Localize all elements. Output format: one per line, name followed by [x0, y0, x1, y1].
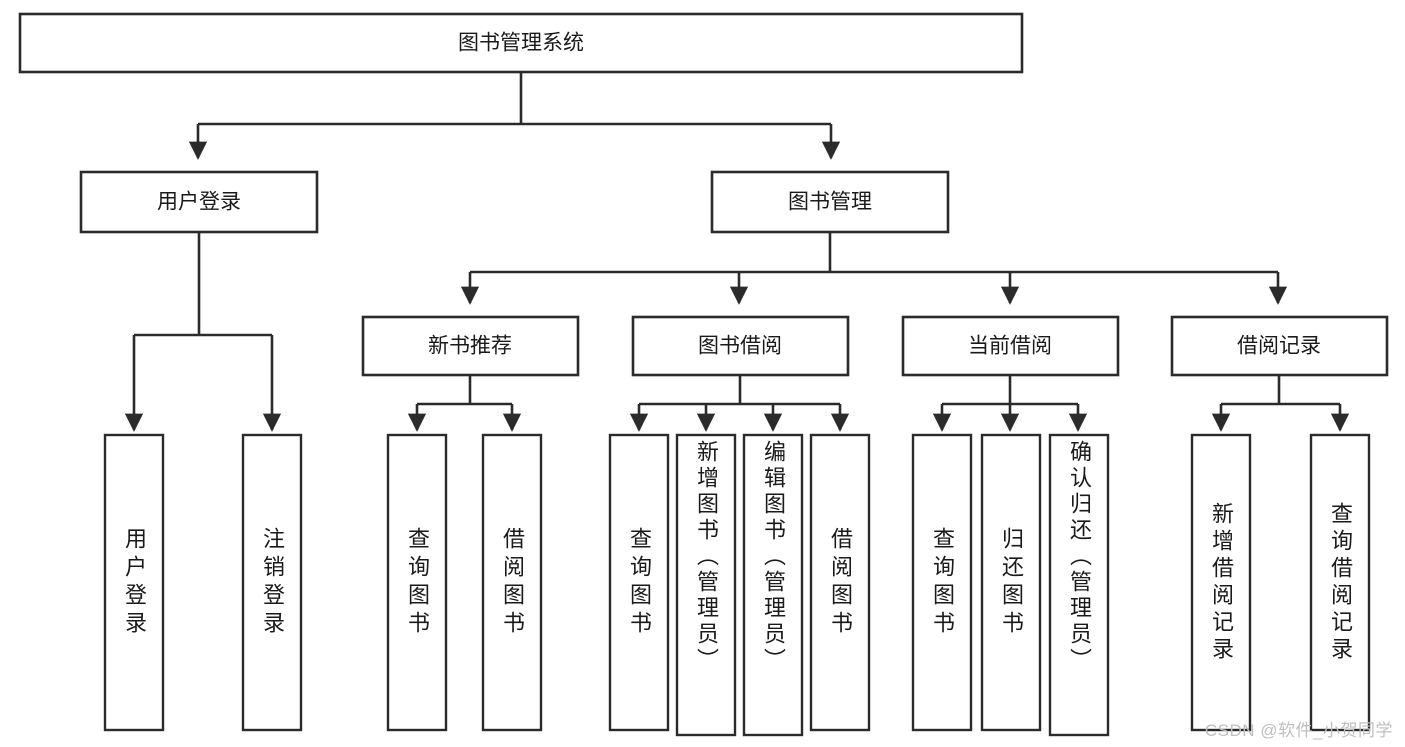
node-book-borrow-label: 图书借阅 [698, 335, 782, 358]
leaf-borrow-record-1[interactable] [1190, 433, 1252, 732]
connector-borrowrecord-to-leaves [1211, 375, 1350, 432]
connector-root-to-level2 [188, 72, 841, 160]
node-root[interactable]: 图书管理系统 [18, 12, 1024, 74]
connector-bookmgmt-to-level3 [460, 232, 1288, 305]
leaf-current-borrow-1[interactable] [911, 433, 973, 732]
node-book-management[interactable]: 图书管理 [710, 170, 950, 234]
connector-bookborrow-to-leaves [629, 375, 850, 432]
leaf-current-borrow-3-label: 确认归还（管理员） [1067, 440, 1092, 674]
leaf-borrow-record-2-label: 查询借阅记录 [1328, 501, 1353, 664]
leaf-current-borrow-2[interactable] [980, 433, 1042, 732]
node-new-book-recommend[interactable]: 新书推荐 [361, 315, 580, 377]
leaf-new-book-2[interactable] [481, 433, 543, 732]
node-book-borrow[interactable]: 图书借阅 [631, 315, 850, 377]
leaf-new-book-2-label: 借阅图书 [500, 526, 525, 639]
leaf-book-borrow-1-label: 查询图书 [627, 526, 652, 639]
leaf-user-login-1-label: 用户登录 [122, 526, 147, 639]
leaf-book-borrow-3-label: 编辑图书（管理员） [761, 440, 786, 674]
node-user-login-label: 用户登录 [157, 191, 241, 214]
connector-userlogin-to-leaves [124, 232, 282, 432]
node-borrow-record-label: 借阅记录 [1237, 335, 1321, 358]
node-new-book-recommend-label: 新书推荐 [428, 335, 512, 358]
leaf-current-borrow-3[interactable] [1048, 433, 1110, 737]
node-book-management-label: 图书管理 [788, 191, 872, 214]
leaf-current-borrow-2-label: 归还图书 [999, 526, 1024, 639]
node-root-label: 图书管理系统 [458, 32, 584, 55]
connector-newbook-to-leaves [407, 375, 522, 432]
connector-currentborrow-to-leaves [932, 375, 1088, 432]
node-current-borrow[interactable]: 当前借阅 [901, 315, 1120, 377]
leaf-borrow-record-1-label: 新增借阅记录 [1209, 501, 1234, 664]
leaf-book-borrow-2-label: 新增图书（管理员） [694, 440, 719, 674]
leaf-book-borrow-4-label: 借阅图书 [828, 526, 853, 639]
leaf-book-borrow-3[interactable] [742, 433, 804, 737]
node-borrow-record[interactable]: 借阅记录 [1170, 315, 1389, 377]
leaf-book-borrow-4[interactable] [809, 433, 871, 732]
node-user-login[interactable]: 用户登录 [79, 170, 319, 234]
leaf-current-borrow-1-label: 查询图书 [930, 526, 955, 639]
leaf-user-login-1[interactable] [103, 433, 165, 732]
csdn-watermark: CSDN @软件_小贺同学 [1204, 721, 1393, 740]
leaf-new-book-1[interactable] [386, 433, 448, 732]
leaf-book-borrow-2[interactable] [675, 433, 737, 737]
leaf-borrow-record-2[interactable] [1309, 433, 1371, 732]
node-current-borrow-label: 当前借阅 [968, 335, 1052, 358]
leaf-new-book-1-label: 查询图书 [405, 526, 430, 639]
leaf-user-login-2[interactable] [241, 433, 303, 732]
leaf-user-login-2-label: 注销登录 [260, 526, 285, 639]
leaf-book-borrow-1[interactable] [608, 433, 670, 732]
